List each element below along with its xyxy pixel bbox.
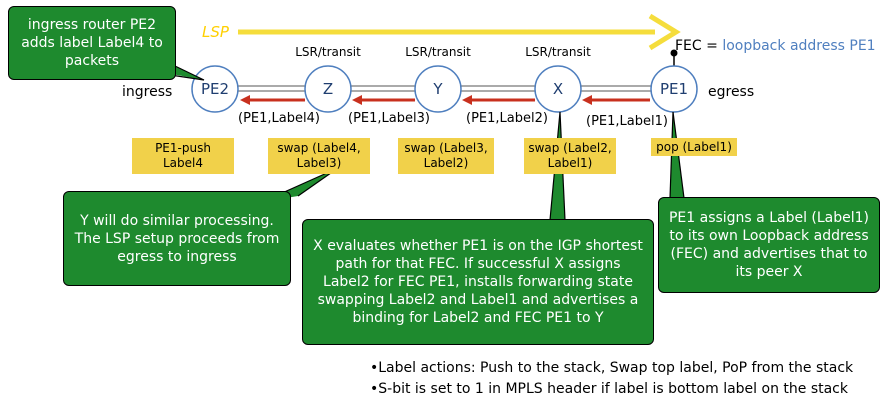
callout-pe2-text: ingress router PE2 adds label Label4 to … — [21, 17, 163, 69]
node-pe1: PE1 — [650, 65, 698, 113]
adv-label-label4: (PE1,Label4) — [238, 111, 320, 126]
node-pe2-label: PE2 — [201, 80, 229, 98]
role-y: LSR/transit — [405, 45, 471, 59]
node-x-label: X — [553, 80, 563, 98]
callout-y: Y will do similar processing. The LSP se… — [63, 191, 291, 286]
node-y-label: Y — [432, 80, 443, 98]
action-pe2-line1: PE1-push — [155, 141, 211, 155]
note-label-actions: •Label actions: Push to the stack, Swap … — [370, 360, 854, 376]
action-y-line2: Label2) — [423, 156, 469, 170]
action-y-line1: swap (Label3, — [404, 141, 488, 155]
callout-y-text: Y will do similar processing. The LSP se… — [74, 212, 280, 265]
callout-pe1: PE1 assigns a Label (Label1) to its own … — [658, 197, 880, 293]
node-z-label: Z — [323, 80, 333, 98]
egress-label: egress — [708, 84, 754, 100]
fec-pin-dot — [670, 49, 678, 57]
action-z-line2: Label3) — [296, 156, 342, 170]
fec-text: FEC = loopback address PE1 — [675, 38, 876, 54]
adv-label-label2: (PE1,Label2) — [466, 111, 548, 126]
lsp-arrow — [238, 13, 681, 51]
action-y: swap (Label3,Label2) — [398, 138, 494, 174]
note-s-bit: •S-bit is set to 1 in MPLS header if lab… — [370, 381, 848, 397]
adv-label-label3: (PE1,Label3) — [348, 111, 430, 126]
node-y: Y — [414, 65, 462, 113]
action-z-line1: swap (Label4, — [277, 141, 361, 155]
node-x: X — [534, 65, 582, 113]
fec-value: loopback address PE1 — [722, 38, 875, 54]
role-x: LSR/transit — [525, 45, 591, 59]
action-x-line1: swap (Label2, — [528, 141, 612, 155]
notes: •Label actions: Push to the stack, Swap … — [370, 358, 853, 400]
ingress-label: ingress — [122, 84, 172, 100]
action-x: swap (Label2,Label1) — [524, 138, 616, 174]
callout-pe1-text: PE1 assigns a Label (Label1) to its own … — [668, 210, 870, 280]
fec-prefix: FEC = — [675, 38, 722, 54]
action-z: swap (Label4,Label3) — [268, 138, 370, 174]
action-pe1: pop (Label1) — [651, 138, 737, 156]
callout-x-text: X evaluates whether PE1 is on the IGP sh… — [313, 238, 643, 326]
action-pe2-line2: Label4 — [162, 156, 203, 170]
action-pe1-line1: pop (Label1) — [656, 139, 732, 154]
lsp-label: LSP — [202, 23, 230, 41]
action-x-line2: Label1) — [547, 156, 593, 170]
callout-x: X evaluates whether PE1 is on the IGP sh… — [302, 219, 654, 345]
node-z: Z — [304, 65, 352, 113]
node-pe1-label: PE1 — [660, 80, 688, 98]
role-z: LSR/transit — [295, 45, 361, 59]
callout-pe2: ingress router PE2 adds label Label4 to … — [8, 6, 176, 80]
node-pe2: PE2 — [191, 65, 239, 113]
adv-label-label1: (PE1,Label1) — [586, 114, 668, 129]
